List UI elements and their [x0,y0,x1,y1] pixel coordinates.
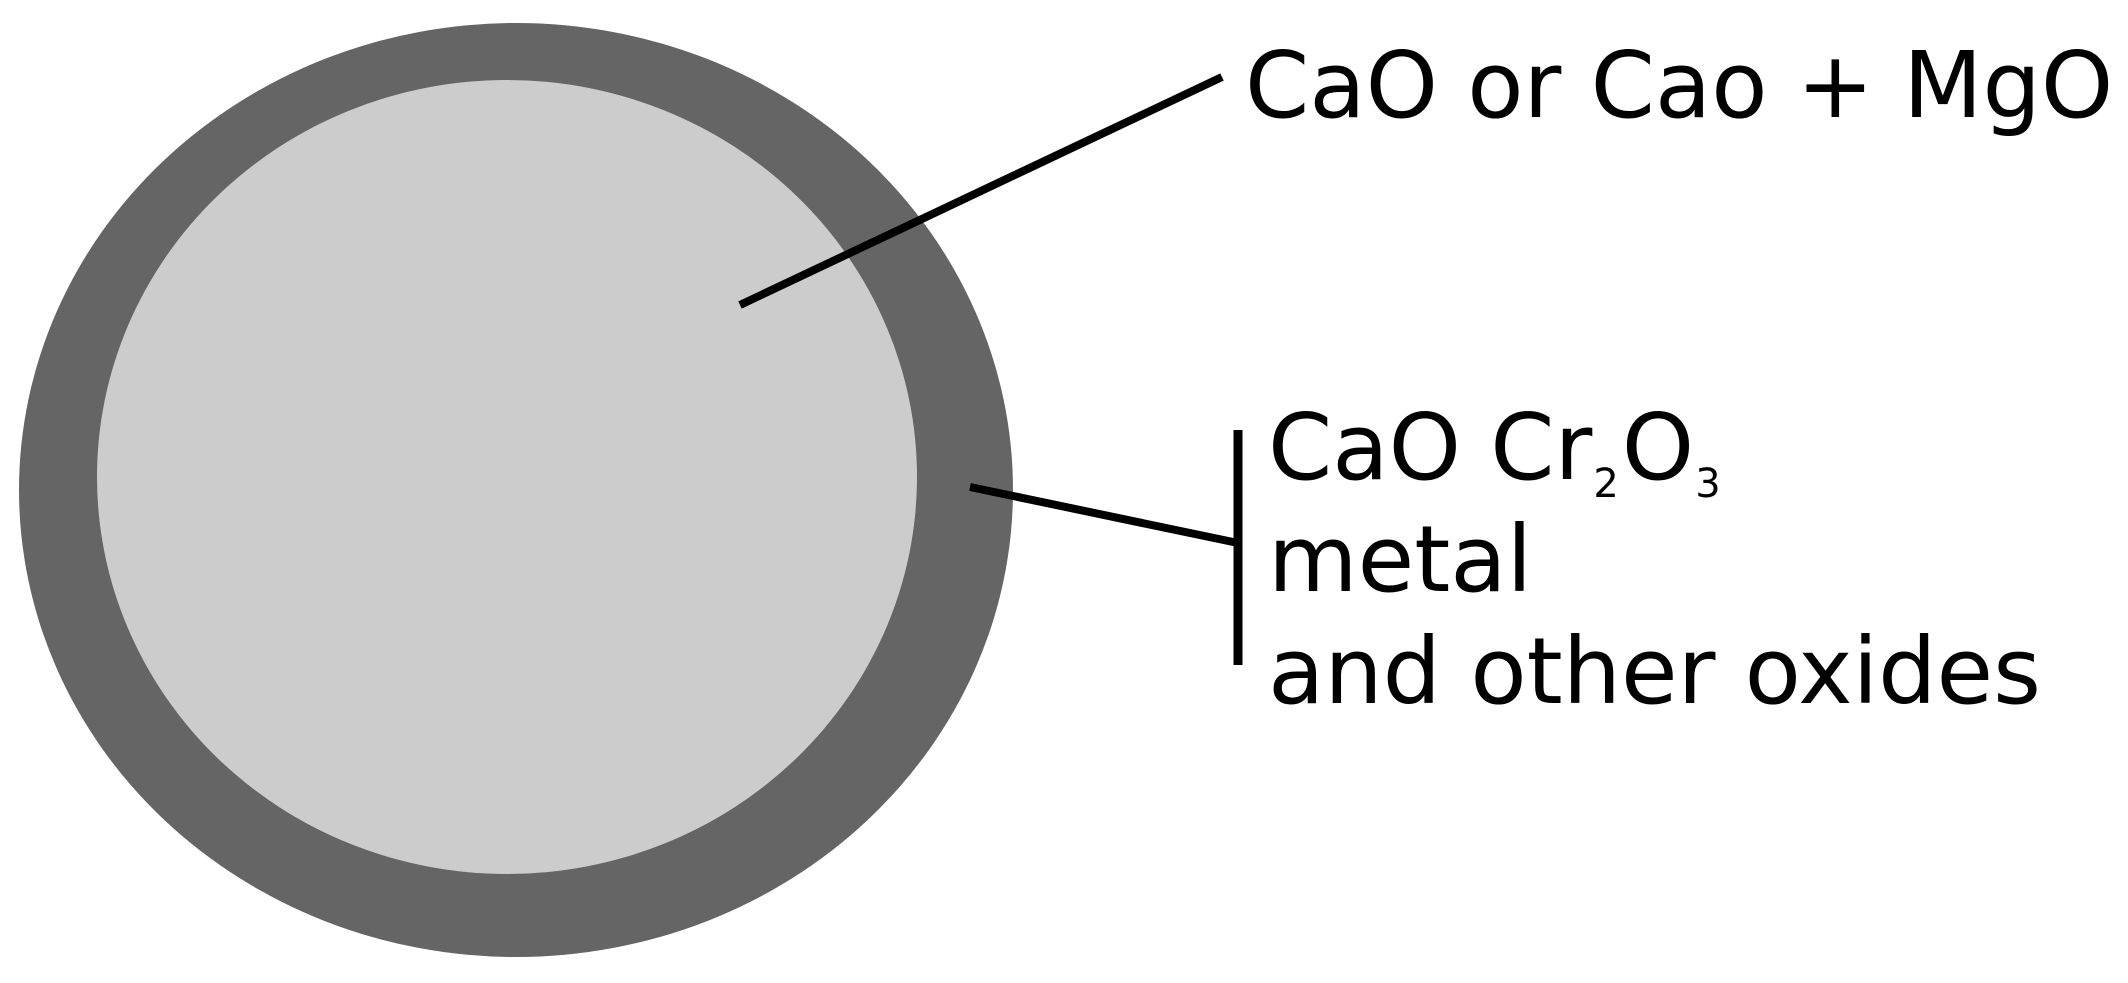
shell-composition-label: CaO Cr2O3 metal and other oxides [1268,392,2041,728]
shell-formula-subscript: 3 [1695,461,1721,507]
shell-formula-part: O [1621,394,1695,501]
shell-leader-line [969,483,1239,547]
shell-formula-subscript: 2 [1593,461,1619,507]
particle-core [97,80,917,874]
shell-label-line-2: metal [1268,506,1533,613]
shell-formula-part: CaO Cr [1268,394,1593,501]
core-composition-label: CaO or Cao + MgO [1245,32,2114,139]
core-leader-line [738,73,1224,309]
shell-label-line-3: and other oxides [1268,618,2042,725]
shell-label-line-1: CaO Cr2O3 [1268,392,2041,507]
